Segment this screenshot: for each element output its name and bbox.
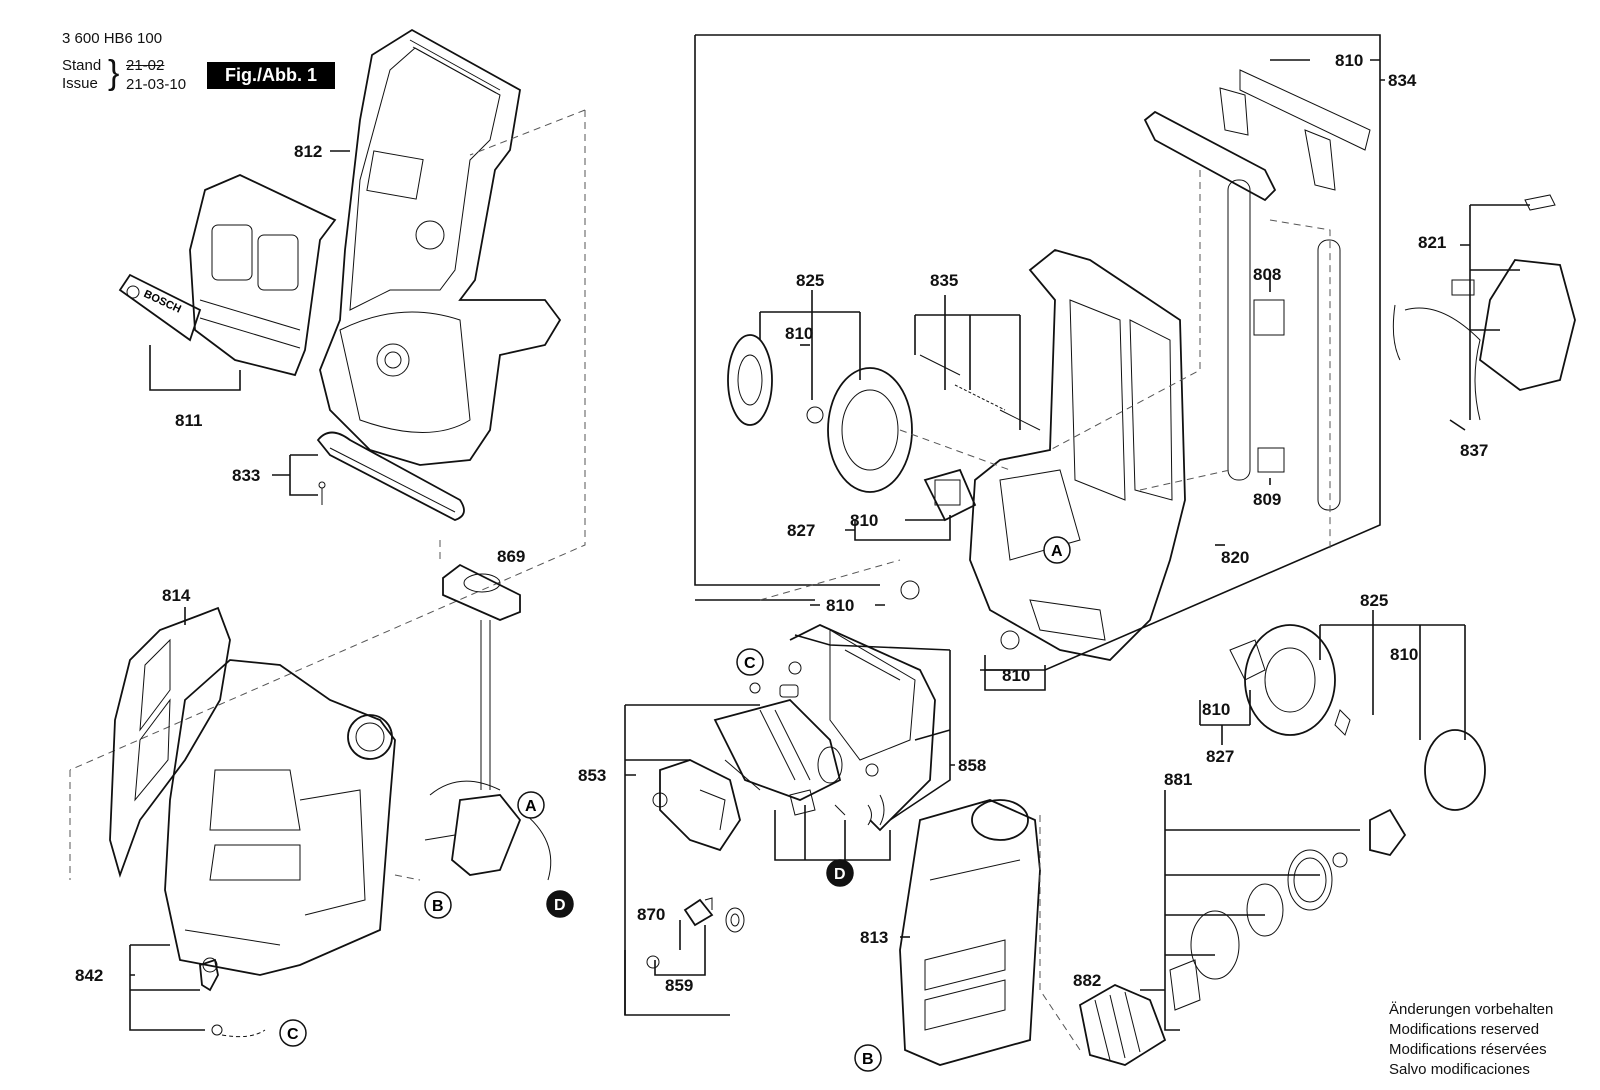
- issue-label: Issue: [62, 75, 98, 92]
- part-label-825-right: 825: [1360, 591, 1388, 610]
- part-label-870: 870: [637, 905, 665, 924]
- marker-c-top: C: [744, 655, 756, 672]
- marker-d-left: D: [554, 897, 566, 914]
- cap-869: [442, 563, 521, 790]
- part-label-859: 859: [665, 976, 693, 995]
- wheel-825-right: [1229, 624, 1486, 811]
- part-label-813: 813: [860, 928, 888, 947]
- notice-line-es: Salvo modificaciones: [1389, 1061, 1530, 1078]
- part-label-810-top: 810: [1335, 51, 1363, 70]
- part-label-869: 869: [497, 547, 525, 566]
- spring-835: [919, 354, 1041, 431]
- marker-b-left: B: [432, 898, 444, 915]
- marker-c-bottom: C: [287, 1026, 299, 1043]
- part-label-814: 814: [162, 586, 191, 605]
- marker-d-right: D: [834, 866, 846, 883]
- part-label-810-left: 810: [785, 324, 813, 343]
- marker-a-right: A: [1051, 543, 1063, 560]
- part-label-812: 812: [294, 142, 322, 161]
- date-new: 21-03-10: [126, 76, 187, 93]
- wheel-825-left: [727, 334, 913, 493]
- part-label-820: 820: [1221, 548, 1249, 567]
- part-label-809: 809: [1253, 490, 1281, 509]
- part-label-810-chassis: 810: [1002, 666, 1030, 685]
- part-label-825-left: 825: [796, 271, 824, 290]
- logo-text: BOSCH: [142, 288, 183, 316]
- part-label-881: 881: [1164, 770, 1192, 789]
- brace-icon: }: [108, 54, 120, 92]
- part-label-835: 835: [930, 271, 958, 290]
- small-parts-853: [724, 661, 885, 826]
- pump-head: [652, 759, 741, 852]
- marker-a-left: A: [525, 798, 537, 815]
- chassis-820: [969, 249, 1186, 661]
- front-cover-813: [899, 799, 1041, 1066]
- part-label-808: 808: [1253, 265, 1281, 284]
- wheel-bracket-827: [900, 468, 1020, 650]
- doc-number: 3 600 HB6 100: [62, 30, 163, 47]
- part-label-810-wheel-right: 810: [1202, 700, 1230, 719]
- part-label-810-827: 810: [850, 511, 878, 530]
- part-label-853: 853: [578, 766, 606, 785]
- main-housing: [164, 659, 396, 976]
- part-label-827-right: 827: [1206, 747, 1234, 766]
- part-label-837: 837: [1460, 441, 1488, 460]
- bosch-logo-badge: BOSCH: [118, 273, 202, 342]
- filter-882: [1078, 808, 1407, 1066]
- notice-line-fr: Modifications réservées: [1389, 1041, 1547, 1058]
- valve-parts-842: [199, 957, 266, 1038]
- part-label-810-bottom-left: 810: [826, 596, 854, 615]
- notice-line-de: Änderungen vorbehalten: [1389, 1001, 1554, 1018]
- date-old: 21-02: [126, 57, 165, 74]
- figure-label: Fig./Abb. 1: [207, 62, 335, 89]
- part-label-821: 821: [1418, 233, 1446, 252]
- pump-bracket-858: [789, 624, 936, 832]
- part-label-811: 811: [175, 411, 202, 430]
- cable-hook-837: [1392, 194, 1576, 421]
- part-label-827-left: 827: [787, 521, 815, 540]
- motor-853: [713, 698, 843, 801]
- part-label-834: 834: [1388, 71, 1417, 90]
- handle-frame-812: [319, 28, 562, 466]
- modifications-notice: Änderungen vorbehalten Modifications res…: [1389, 1000, 1553, 1080]
- notice-line-en: Modifications reserved: [1389, 1021, 1540, 1038]
- part-label-833: 833: [232, 466, 260, 485]
- carry-handle-833: [316, 431, 465, 521]
- part-label-882: 882: [1073, 971, 1101, 990]
- part-label-858: 858: [958, 756, 986, 775]
- fitting-870: [646, 897, 745, 969]
- part-label-842: 842: [75, 966, 103, 985]
- stand-label: Stand: [62, 57, 102, 74]
- labels-808-809: [1253, 299, 1285, 473]
- part-label-810-right: 810: [1390, 645, 1418, 664]
- marker-b-bottom: B: [862, 1051, 874, 1068]
- handle-rod-835: [1143, 69, 1371, 511]
- side-cover-814: [109, 606, 231, 878]
- front-cover-811: [189, 174, 337, 377]
